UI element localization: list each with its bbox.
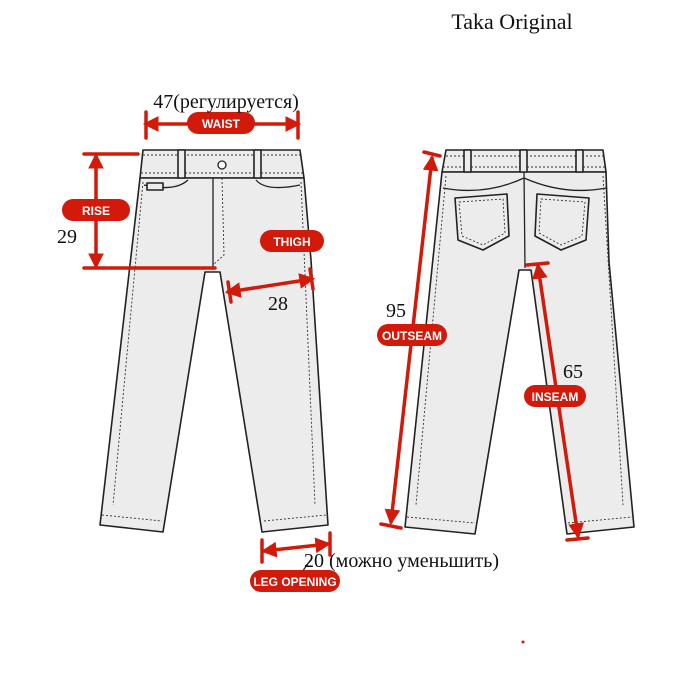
waist-measure: WAIST 47(регулируется): [142, 91, 302, 140]
outseam-value: 95: [386, 300, 406, 322]
leg-opening-tag: LEG OPENING: [253, 575, 336, 589]
rise-tag: RISE: [82, 204, 110, 218]
leg-opening-value: 20 (можно уменьшить): [304, 550, 499, 572]
leg-opening-measure: LEG OPENING 20 (можно уменьшить): [250, 531, 499, 592]
inseam-measure: INSEAM 65: [524, 261, 590, 542]
brand-title: Taka Original: [451, 9, 572, 34]
inseam-value: 65: [563, 361, 583, 383]
rise-value: 29: [57, 226, 77, 248]
waist-value: 47(регулируется): [153, 91, 299, 113]
decorative-dot: [521, 640, 525, 644]
waist-tag: WAIST: [202, 117, 241, 131]
outseam-measure: OUTSEAM 95: [377, 150, 447, 530]
rise-measure: RISE 29: [57, 152, 217, 270]
outseam-tag: OUTSEAM: [382, 329, 442, 343]
thigh-value: 28: [268, 293, 288, 315]
thigh-tag: THIGH: [273, 235, 310, 249]
inseam-tag: INSEAM: [532, 390, 579, 404]
thigh-measure: THIGH 28: [224, 230, 324, 315]
jeans-front-view: [99, 149, 329, 533]
